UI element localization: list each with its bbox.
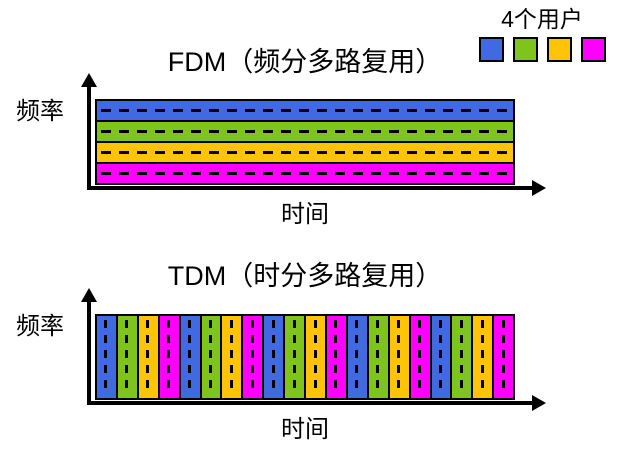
dashed-center-line bbox=[438, 320, 442, 394]
dashed-center-line bbox=[101, 108, 509, 112]
fdm-band-blue bbox=[97, 101, 513, 120]
dashed-center-line bbox=[146, 320, 150, 394]
legend-swatch-magenta bbox=[580, 36, 606, 62]
dashed-center-line bbox=[355, 320, 359, 394]
fdm-bands bbox=[95, 99, 515, 185]
dashed-center-line bbox=[229, 320, 233, 394]
tdm-stripe-magenta bbox=[492, 316, 514, 398]
dashed-center-line bbox=[167, 320, 171, 394]
tdm-title: TDM（时分多路复用） bbox=[167, 261, 443, 291]
dashed-center-line bbox=[104, 320, 108, 394]
legend: 4个用户 bbox=[468, 5, 616, 62]
legend-swatch-blue bbox=[478, 36, 504, 62]
fdm-band-magenta bbox=[97, 162, 513, 183]
tdm-stripe-yellow bbox=[136, 316, 158, 398]
tdm-stripe-yellow bbox=[387, 316, 409, 398]
fdm-band-yellow bbox=[97, 141, 513, 162]
tdm-stripe-green bbox=[283, 316, 305, 398]
tdm-stripes bbox=[95, 314, 515, 400]
dashed-center-line bbox=[418, 320, 422, 394]
tdm-stripe-yellow bbox=[471, 316, 493, 398]
dashed-center-line bbox=[292, 320, 296, 394]
dashed-center-line bbox=[480, 320, 484, 394]
tdm-stripe-green bbox=[115, 316, 137, 398]
dashed-center-line bbox=[101, 150, 509, 154]
dashed-center-line bbox=[376, 320, 380, 394]
tdm-stripe-yellow bbox=[220, 316, 242, 398]
tdm-stripe-blue bbox=[97, 316, 116, 398]
legend-title: 4个用户 bbox=[501, 6, 583, 32]
dashed-center-line bbox=[334, 320, 338, 394]
fdm-x-axis bbox=[87, 180, 546, 196]
tdm-stripe-magenta bbox=[241, 316, 263, 398]
tdm-stripe-green bbox=[199, 316, 221, 398]
tdm-x-axis bbox=[87, 395, 546, 411]
tdm-stripe-blue bbox=[345, 316, 367, 398]
fdm-y-axis-arrow-icon bbox=[81, 73, 97, 87]
fdm-y-axis bbox=[81, 73, 97, 190]
dashed-center-line bbox=[188, 320, 192, 394]
tdm-stripe-blue bbox=[178, 316, 200, 398]
tdm-stripe-blue bbox=[262, 316, 284, 398]
tdm-stripe-green bbox=[450, 316, 472, 398]
fdm-x-axis-label: 时间 bbox=[281, 201, 329, 228]
dashed-center-line bbox=[101, 171, 509, 175]
dashed-center-line bbox=[271, 320, 275, 394]
dashed-center-line bbox=[313, 320, 317, 394]
tdm-stripe-magenta bbox=[157, 316, 179, 398]
fdm-title: FDM（频分多路复用） bbox=[167, 47, 443, 77]
tdm-stripe-green bbox=[366, 316, 388, 398]
dashed-center-line bbox=[125, 320, 129, 394]
legend-swatch-green bbox=[512, 36, 538, 62]
fdm-band-green bbox=[97, 120, 513, 141]
dashed-center-line bbox=[101, 129, 509, 133]
tdm-stripe-blue bbox=[429, 316, 451, 398]
legend-swatch-yellow bbox=[546, 36, 572, 62]
fdm-y-axis-label: 频率 bbox=[16, 98, 64, 125]
tdm-y-axis bbox=[81, 288, 97, 405]
dashed-center-line bbox=[397, 320, 401, 394]
tdm-stripe-magenta bbox=[408, 316, 430, 398]
dashed-center-line bbox=[208, 320, 212, 394]
dashed-center-line bbox=[459, 320, 463, 394]
tdm-y-axis-arrow-icon bbox=[81, 288, 97, 302]
dashed-center-line bbox=[501, 320, 505, 394]
tdm-x-axis-arrow-icon bbox=[532, 395, 546, 411]
dashed-center-line bbox=[250, 320, 254, 394]
tdm-stripe-yellow bbox=[304, 316, 325, 398]
legend-swatches bbox=[468, 36, 616, 62]
tdm-stripe-magenta bbox=[324, 316, 346, 398]
tdm-y-axis-label: 频率 bbox=[16, 313, 64, 340]
fdm-x-axis-arrow-icon bbox=[532, 180, 546, 196]
tdm-x-axis-label: 时间 bbox=[281, 416, 329, 443]
